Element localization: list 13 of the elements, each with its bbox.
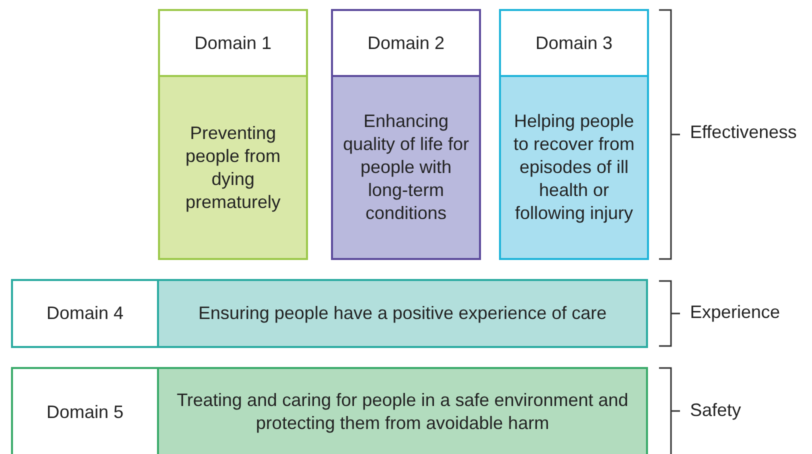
category-label: Experience: [690, 302, 780, 323]
domain-box: [11, 367, 648, 454]
domain-description: Preventing people from dying prematurely: [160, 77, 306, 258]
category-label: Effectiveness: [690, 122, 797, 143]
domain-description: Helping people to recover from episodes of ill health or following injury: [501, 77, 647, 258]
category-label: Safety: [690, 400, 742, 421]
domain-box: [158, 9, 308, 260]
domain-box: [11, 279, 648, 348]
domain-description: Treating and caring for people in a safe environment and protecting them from avoidable harm: [159, 369, 646, 454]
domain-description: Ensuring people have a positive experience of care: [159, 281, 646, 346]
domain-box: [331, 9, 481, 260]
domain-box: [499, 9, 649, 260]
domain-description: Enhancing quality of life for people with long-term conditions: [333, 77, 479, 258]
